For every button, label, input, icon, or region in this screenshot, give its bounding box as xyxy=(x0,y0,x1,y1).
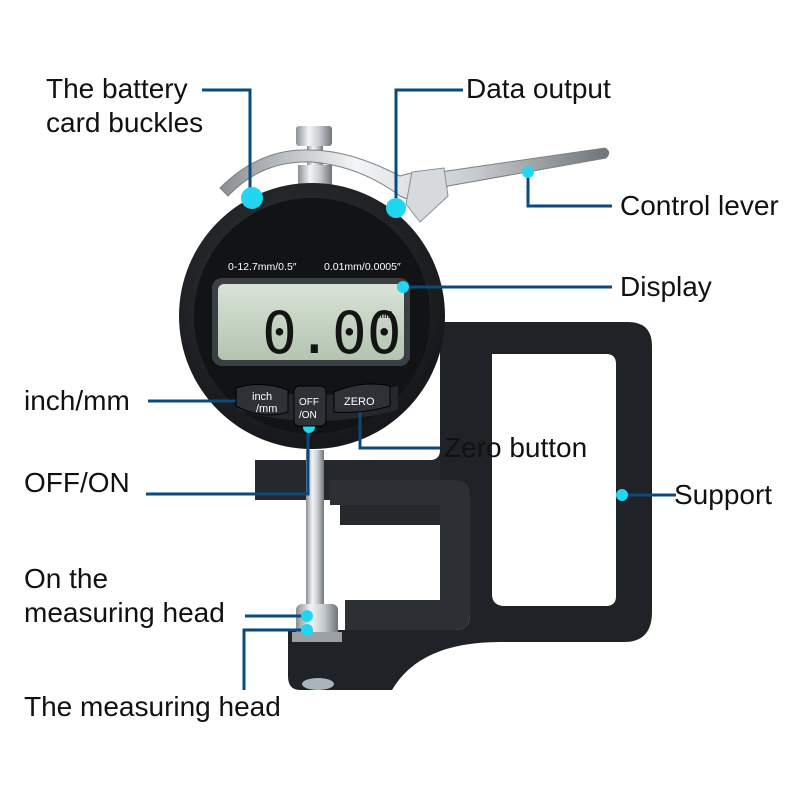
zero-button-label: ZERO xyxy=(344,396,375,408)
leader-measuring-head xyxy=(242,628,306,690)
inch-mm-button[interactable]: inch /mm xyxy=(235,384,289,416)
zero-button[interactable]: ZERO xyxy=(333,383,391,413)
dot-on-head xyxy=(301,610,313,622)
resolution-label: 0.01mm/0.0005″ xyxy=(324,261,401,273)
leader-battery xyxy=(202,88,252,198)
control-lever xyxy=(219,147,610,223)
leader-data-output xyxy=(394,88,463,207)
leader-off-on xyxy=(146,428,310,496)
callout-inch-mm: inch/mm xyxy=(24,385,130,416)
off-on-button-line2: /ON xyxy=(299,410,317,421)
inch-mm-button-line2: /mm xyxy=(256,403,277,415)
inch-mm-button-line1: inch xyxy=(252,391,272,403)
callout-control-lever: Control lever xyxy=(620,190,779,221)
leader-zero xyxy=(358,403,440,450)
lcd-unit: mm xyxy=(378,307,392,321)
callout-on-head-line1: On the xyxy=(24,563,109,594)
dot-control-lever xyxy=(522,166,534,178)
callout-battery-card-buckles: The battery card buckles xyxy=(46,72,203,140)
callout-battery-line2: card buckles xyxy=(46,107,204,138)
off-on-button[interactable]: OFF /ON xyxy=(293,385,327,427)
dot-battery xyxy=(241,187,263,209)
callout-support: Support xyxy=(674,479,773,510)
dot-display xyxy=(397,281,409,293)
callout-off-on: OFF/ON xyxy=(24,467,130,498)
dot-support xyxy=(616,489,628,501)
callout-battery-line1: The battery xyxy=(46,73,188,104)
leader-control-lever xyxy=(526,172,612,208)
support-frame xyxy=(255,322,652,690)
dot-data-output xyxy=(386,198,406,218)
callout-display: Display xyxy=(620,271,712,302)
dial-body xyxy=(179,183,445,449)
leader-lines xyxy=(146,88,676,690)
callout-on-measuring-head: On the measuring head xyxy=(24,562,225,630)
callout-zero-button: Zero button xyxy=(444,432,588,463)
callout-on-head-line2: measuring head xyxy=(24,597,225,628)
measuring-head-anvil xyxy=(302,678,334,690)
lcd-display xyxy=(218,284,404,360)
off-on-button-line1: OFF xyxy=(299,397,319,408)
callout-measuring-head: The measuring head xyxy=(24,691,281,722)
callout-data-output: Data output xyxy=(466,73,611,104)
lcd-reading: 0.00 xyxy=(262,299,402,367)
range-label: 0-12.7mm/0.5″ xyxy=(228,261,297,273)
dot-measuring-head xyxy=(301,624,313,636)
